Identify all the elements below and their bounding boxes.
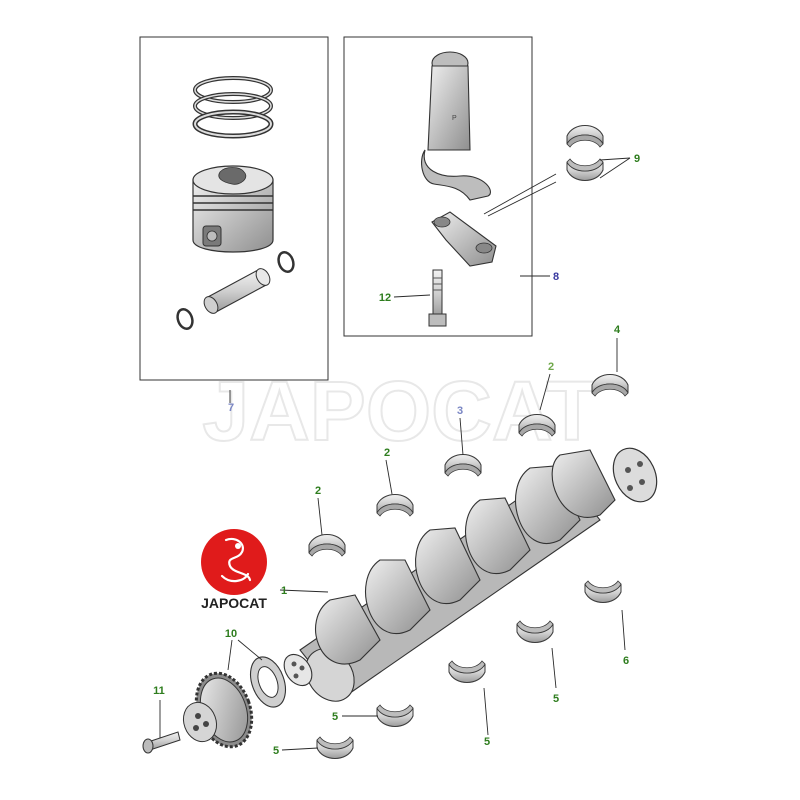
circlip-left (176, 308, 194, 330)
callout-5-right: 5 (553, 693, 559, 705)
crankshaft-sprocket (182, 671, 254, 749)
gudgeon-pin (203, 268, 271, 314)
callout-4: 4 (614, 324, 621, 336)
connecting-rod: P (421, 51, 491, 201)
callout-5-left-lower: 5 (273, 745, 279, 757)
piston-assembly-box (139, 36, 329, 381)
callout-2-middle: 2 (384, 447, 390, 459)
connecting-rod-box (343, 36, 533, 337)
connecting-rod-cap (431, 211, 497, 267)
callout-5-left-upper: 5 (332, 711, 338, 723)
callout-10: 10 (225, 628, 237, 640)
callout-6: 6 (623, 655, 629, 667)
callout-7: 7 (228, 402, 234, 414)
big-end-bearing-shells (566, 125, 604, 181)
callout-2-bottom: 2 (315, 485, 321, 497)
callout-12: 12 (379, 292, 391, 304)
callout-5-center: 5 (484, 736, 490, 748)
callout-2-top: 2 (548, 361, 554, 373)
crankshaft (283, 447, 658, 702)
callout-3: 3 (457, 405, 463, 417)
thrust-washer (249, 656, 287, 708)
crankshaft-pulley-bolt (142, 731, 181, 754)
circlip-right (277, 251, 295, 273)
logo-text: JAPOCAT (201, 595, 267, 611)
watermark-text: JAPOCAT (202, 364, 597, 458)
callout-11: 11 (153, 685, 165, 697)
piston-rings (192, 76, 274, 139)
callout-9: 9 (634, 153, 640, 165)
piston (192, 165, 274, 253)
callout-8: 8 (553, 271, 559, 283)
japocat-logo: JAPOCAT (201, 529, 267, 611)
svg-text:P: P (452, 115, 457, 122)
leader-lines (159, 275, 626, 751)
connecting-rod-bolt (428, 269, 447, 327)
callout-1: 1 (281, 585, 287, 597)
